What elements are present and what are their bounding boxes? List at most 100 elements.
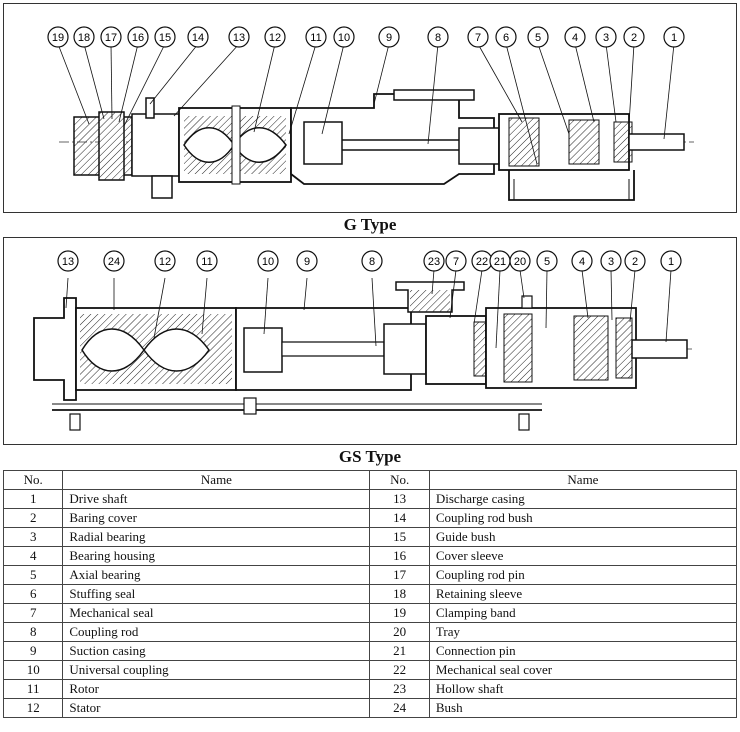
part-number-cell: 13 (369, 489, 430, 509)
part-number-cell: 9 (2, 641, 64, 661)
g-callout-label-12: 12 (269, 32, 281, 44)
gs-callout-label-4: 4 (579, 256, 585, 268)
gs-callout-label-20: 20 (514, 256, 526, 268)
gs-type-caption: GS Type (338, 447, 402, 466)
gs-callout-circle-7 (445, 250, 467, 272)
part-name-cell: Stuffing seal (62, 584, 371, 604)
gs-callout-label-3: 3 (608, 256, 614, 268)
g-callout-circle-4 (564, 26, 586, 48)
gs-callout-label-11: 11 (201, 256, 212, 268)
drive-shaft-shape-gs (631, 339, 688, 359)
part-number-cell: 21 (369, 641, 430, 661)
header-no-left: No. (2, 470, 64, 490)
g-callout-label-8: 8 (435, 32, 441, 44)
part-number-cell: 4 (2, 546, 64, 566)
gs-callout-circle-2 (624, 250, 646, 272)
gs-callout-circle-20 (509, 250, 531, 272)
g-callout-circle-2 (623, 26, 645, 48)
gs-callout-circle-5 (536, 250, 558, 272)
part-name-cell: Universal coupling (62, 660, 371, 680)
gs-callout-circle-3 (600, 250, 622, 272)
gs-callout-circle-10 (257, 250, 279, 272)
g-callout-label-9: 9 (386, 32, 392, 44)
parts-table-header-row: No. Name No. Name (2, 470, 738, 490)
g-callout-circle-11 (305, 26, 327, 48)
part-number-cell: 11 (2, 679, 64, 699)
discharge-casing-shape-gs (33, 297, 77, 401)
part-name-cell: Suction casing (62, 641, 371, 661)
part-name-cell: Coupling rod pin (428, 565, 738, 585)
part-number-cell: 16 (369, 546, 430, 566)
part-name-cell: Drive shaft (62, 489, 371, 509)
part-name-cell: Mechanical seal (62, 603, 371, 623)
part-name-cell: Stator (62, 698, 371, 718)
part-number-cell: 20 (369, 622, 430, 642)
part-name-cell: Mechanical seal cover (428, 660, 738, 680)
gs-callout-circle-8 (361, 250, 383, 272)
gs-callout-label-7: 7 (453, 256, 459, 268)
part-number-cell: 6 (2, 584, 64, 604)
g-callout-circle-15 (154, 26, 176, 48)
part-name-cell: Radial bearing (62, 527, 371, 547)
part-name-cell: Connection pin (428, 641, 738, 661)
gs-callout-label-5: 5 (544, 256, 550, 268)
header-name-right: Name (428, 470, 738, 490)
part-name-cell: Hollow shaft (428, 679, 738, 699)
gs-callout-label-9: 9 (304, 256, 310, 268)
gs-callout-circle-4 (571, 250, 593, 272)
g-callout-circle-1 (663, 26, 685, 48)
g-callout-label-16: 16 (132, 32, 144, 44)
part-number-cell: 22 (369, 660, 430, 680)
gs-callout-circle-13 (57, 250, 79, 272)
g-callout-label-14: 14 (192, 32, 204, 44)
gs-callout-label-10: 10 (262, 256, 274, 268)
part-number-cell: 19 (369, 603, 430, 623)
part-number-cell: 7 (2, 603, 64, 623)
part-number-cell: 17 (369, 565, 430, 585)
g-callout-circle-9 (378, 26, 400, 48)
g-callout-circle-8 (427, 26, 449, 48)
rotor-shape-gs (81, 328, 210, 372)
g-callout-circle-12 (264, 26, 286, 48)
g-callout-circle-5 (527, 26, 549, 48)
gs-callout-label-13: 13 (62, 256, 74, 268)
part-name-cell: Guide bush (428, 527, 738, 547)
g-callout-label-11: 11 (310, 32, 321, 44)
g-callout-label-2: 2 (631, 32, 637, 44)
gs-callout-circle-11 (196, 250, 218, 272)
g-callout-circle-14 (187, 26, 209, 48)
gs-callout-circle-24 (103, 250, 125, 272)
gs-callout-label-22: 22 (476, 256, 488, 268)
part-name-cell: Retaining sleeve (428, 584, 738, 604)
part-number-cell: 23 (369, 679, 430, 699)
g-callout-label-17: 17 (105, 32, 117, 44)
part-number-cell: 14 (369, 508, 430, 528)
header-no-right: No. (369, 470, 430, 490)
gs-callout-label-8: 8 (369, 256, 375, 268)
discharge-casing-shape (131, 113, 180, 177)
g-callout-label-4: 4 (572, 32, 578, 44)
header-name-left: Name (62, 470, 371, 490)
g-callout-circle-10 (333, 26, 355, 48)
part-name-cell: Tray (428, 622, 738, 642)
g-callout-label-3: 3 (603, 32, 609, 44)
part-number-cell: 2 (2, 508, 64, 528)
part-name-cell: Coupling rod bush (428, 508, 738, 528)
part-number-cell: 1 (2, 489, 64, 509)
part-name-cell: Cover sleeve (428, 546, 738, 566)
